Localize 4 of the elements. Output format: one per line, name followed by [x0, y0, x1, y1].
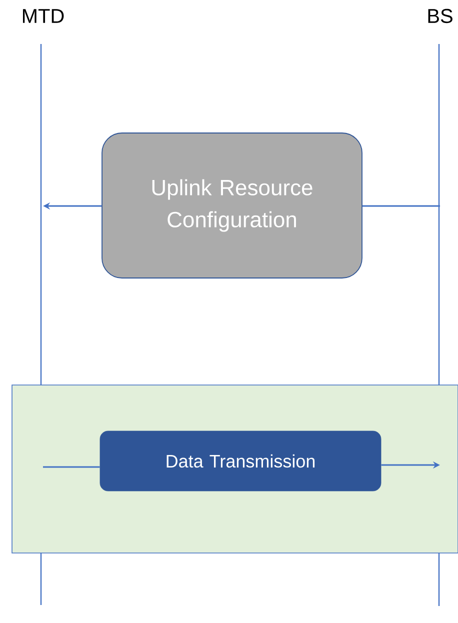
lifeline-label: BS — [428, 8, 452, 24]
process-box: Uplink Resource Configuration — [102, 132, 362, 278]
process-box: Data Transmission — [100, 430, 382, 492]
lifeline-label: MTD — [22, 9, 64, 23]
